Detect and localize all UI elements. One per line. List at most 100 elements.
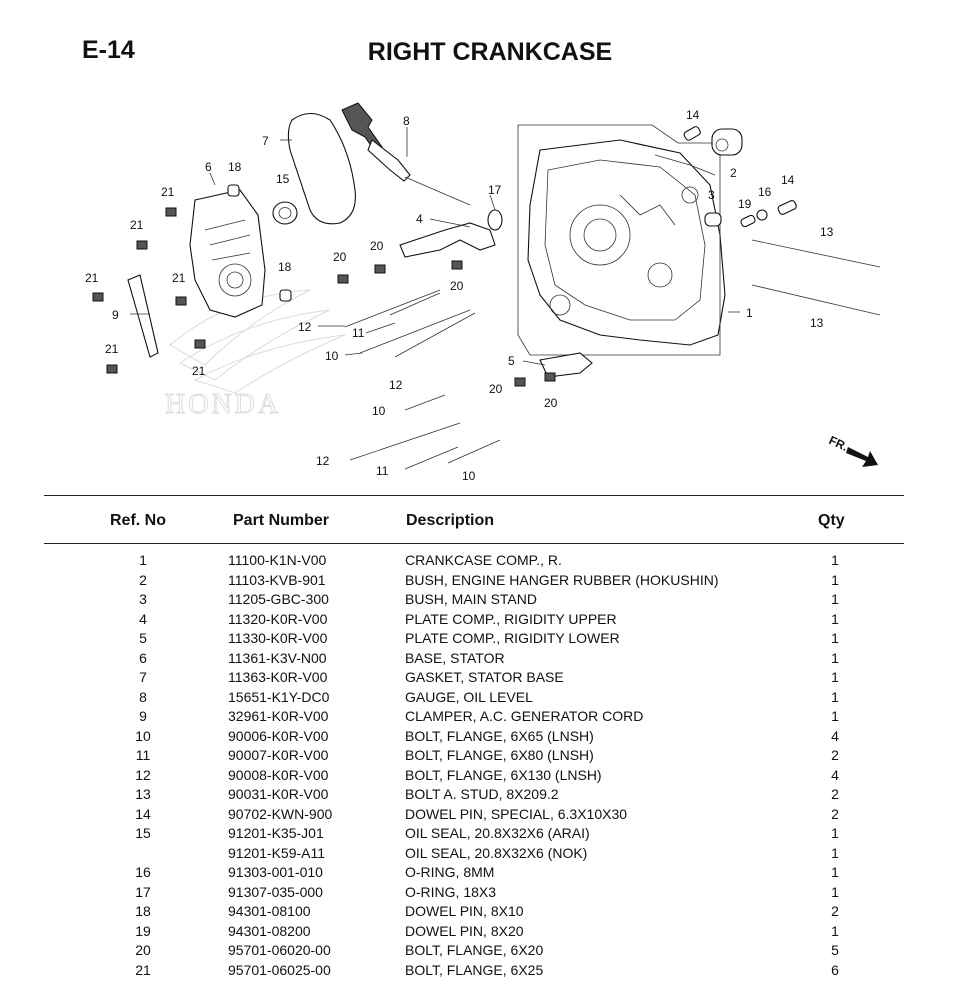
row-qty: 1 (831, 591, 839, 607)
callout-10b: 10 (372, 404, 386, 418)
row-ref-no: 8 (139, 688, 147, 705)
table-header-rule (44, 543, 904, 544)
row-qty: 2 (831, 805, 839, 822)
row-part-number: 11205-GBC-300 (228, 591, 329, 607)
callout-21f: 21 (192, 364, 206, 378)
callout-11a: 11 (352, 326, 365, 340)
callout-13a: 13 (820, 225, 834, 239)
leader-lines (130, 127, 740, 366)
exploded-parts-diagram: HONDA (85, 102, 881, 483)
table-top-rule (44, 495, 904, 496)
row-description: BUSH, MAIN STAND (405, 591, 537, 607)
callout-17: 17 (488, 183, 502, 197)
header-part-number: Part Number (233, 512, 330, 529)
row-qty: 2 (831, 747, 839, 763)
row-part-number: 32961-K0R-V00 (228, 708, 329, 724)
callout-4: 4 (416, 212, 423, 226)
callout-21c: 21 (85, 271, 99, 285)
oil-gauge-part (341, 102, 471, 206)
row-ref-no: 15 (135, 825, 151, 841)
row-qty: 1 (831, 630, 839, 646)
row-description: OIL SEAL, 20.8X32X6 (NOK) (405, 844, 588, 861)
row-qty: 1 (831, 864, 839, 880)
callout-3: 3 (708, 188, 715, 202)
row-part-number: 11100-K1N-V00 (228, 552, 327, 568)
row-description: GAUGE, OIL LEVEL (405, 688, 533, 705)
row-description: BOLT, FLANGE, 6X130 (LNSH) (405, 766, 602, 783)
row-part-number: 90031-K0R-V00 (228, 786, 329, 802)
row-ref-no: 5 (139, 630, 147, 646)
row-part-number: 90007-K0R-V00 (228, 747, 329, 763)
page-code: E-14 (82, 36, 135, 64)
oil-seal-part (272, 201, 298, 225)
row-ref-no: 18 (135, 903, 151, 919)
row-qty: 1 (831, 825, 839, 841)
row-qty: 1 (831, 649, 839, 666)
callout-21e: 21 (105, 342, 119, 356)
callout-14b: 14 (781, 173, 795, 187)
row-part-number: 91307-035-000 (228, 883, 323, 900)
callout-21b: 21 (130, 218, 144, 232)
row-qty: 1 (831, 844, 839, 861)
row-part-number: 90702-KWN-900 (228, 805, 333, 822)
row-part-number: 94301-08200 (228, 922, 311, 939)
studs (751, 239, 881, 316)
row-ref-no: 16 (135, 864, 151, 880)
table-row: 8 15651-K1Y-DC0 GAUGE, OIL LEVEL 1 (0, 688, 958, 708)
page-title: RIGHT CRANKCASE (367, 38, 613, 66)
row-ref-no: 3 (139, 591, 147, 607)
row-description: BUSH, ENGINE HANGER RUBBER (HOKUSHIN) (405, 571, 719, 588)
header-qty: Qty (818, 512, 845, 529)
row-qty: 1 (831, 552, 839, 568)
row-description: PLATE COMP., RIGIDITY LOWER (405, 630, 620, 646)
callout-7: 7 (262, 134, 269, 148)
row-description: DOWEL PIN, 8X20 (405, 922, 524, 939)
row-ref-no: 9 (139, 708, 147, 724)
callout-12c: 12 (316, 454, 330, 468)
row-qty: 1 (831, 708, 839, 724)
row-qty: 1 (831, 922, 839, 939)
row-part-number: 15651-K1Y-DC0 (228, 688, 330, 705)
header-description: Description (406, 512, 495, 529)
row-qty: 1 (831, 610, 839, 627)
callout-2: 2 (730, 166, 737, 180)
row-part-number: 11320-K0R-V00 (228, 610, 328, 627)
row-description: BOLT, FLANGE, 6X80 (LNSH) (405, 747, 594, 763)
row-qty: 2 (831, 786, 839, 802)
row-ref-no: 21 (135, 961, 151, 978)
row-description: BOLT A. STUD, 8X209.2 (405, 786, 559, 802)
row-part-number: 11361-K3V-N00 (228, 649, 327, 666)
row-qty: 1 (831, 571, 839, 588)
callout-21d: 21 (172, 271, 186, 285)
stator-base-part (189, 189, 266, 318)
callout-16: 16 (758, 185, 772, 199)
callout-14a: 14 (686, 108, 700, 122)
callout-20d: 20 (489, 382, 503, 396)
long-bolts (344, 289, 501, 470)
callout-20c: 20 (450, 279, 464, 293)
row-qty: 2 (831, 903, 839, 919)
row-ref-no: 13 (135, 786, 151, 802)
row-part-number: 91201-K59-A11 (228, 844, 326, 861)
row-description: PLATE COMP., RIGIDITY UPPER (405, 610, 617, 627)
row-qty: 1 (831, 688, 839, 705)
row-ref-no: 14 (135, 805, 151, 822)
plate-upper-part (399, 222, 496, 258)
header-ref-no: Ref. No (110, 512, 166, 529)
o-ring-part (487, 209, 503, 231)
callout-9: 9 (112, 308, 119, 322)
callout-13b: 13 (810, 316, 824, 330)
